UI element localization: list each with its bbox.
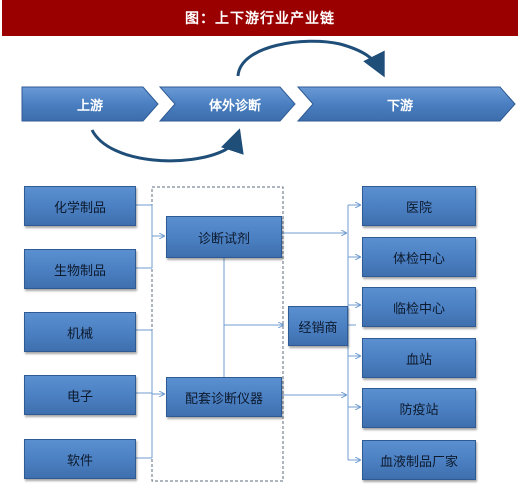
output-box-blood-station: 血站: [362, 338, 476, 378]
input-box-chemicals: 化学制品: [24, 186, 136, 226]
output-box-hospital: 医院: [362, 186, 476, 226]
stage-midstream-chevron: [158, 86, 296, 122]
input-box-software: 软件: [24, 439, 136, 479]
input-box-biologics: 生物制品: [24, 249, 136, 289]
output-box-checkup-center: 体检中心: [362, 237, 476, 277]
output-box-epidemic-station: 防疫站: [362, 388, 476, 428]
output-box-clinical-lab: 临检中心: [362, 287, 476, 327]
input-box-machinery: 机械: [24, 312, 136, 352]
output-box-blood-products-maker: 血液制品厂家: [362, 440, 476, 480]
figure-title: 图：上下游行业产业链: [2, 0, 518, 36]
stage-midstream-label: 体外诊断: [208, 99, 261, 114]
reagent-box: 诊断试剂: [166, 216, 282, 258]
downstream-group-border: [359, 187, 360, 188]
stage-upstream-label: 上游: [76, 99, 103, 114]
stage-upstream-chevron: [21, 86, 159, 122]
input-box-electronics: 电子: [24, 375, 136, 415]
stage-downstream-label: 下游: [386, 99, 413, 114]
distributor-box: 经销商: [288, 306, 348, 346]
stage-downstream-chevron: [296, 86, 516, 122]
curve-arrow-bottom: [90, 128, 244, 163]
curve-arrow-top: [236, 39, 385, 78]
instrument-box: 配套诊断仪器: [166, 377, 282, 417]
